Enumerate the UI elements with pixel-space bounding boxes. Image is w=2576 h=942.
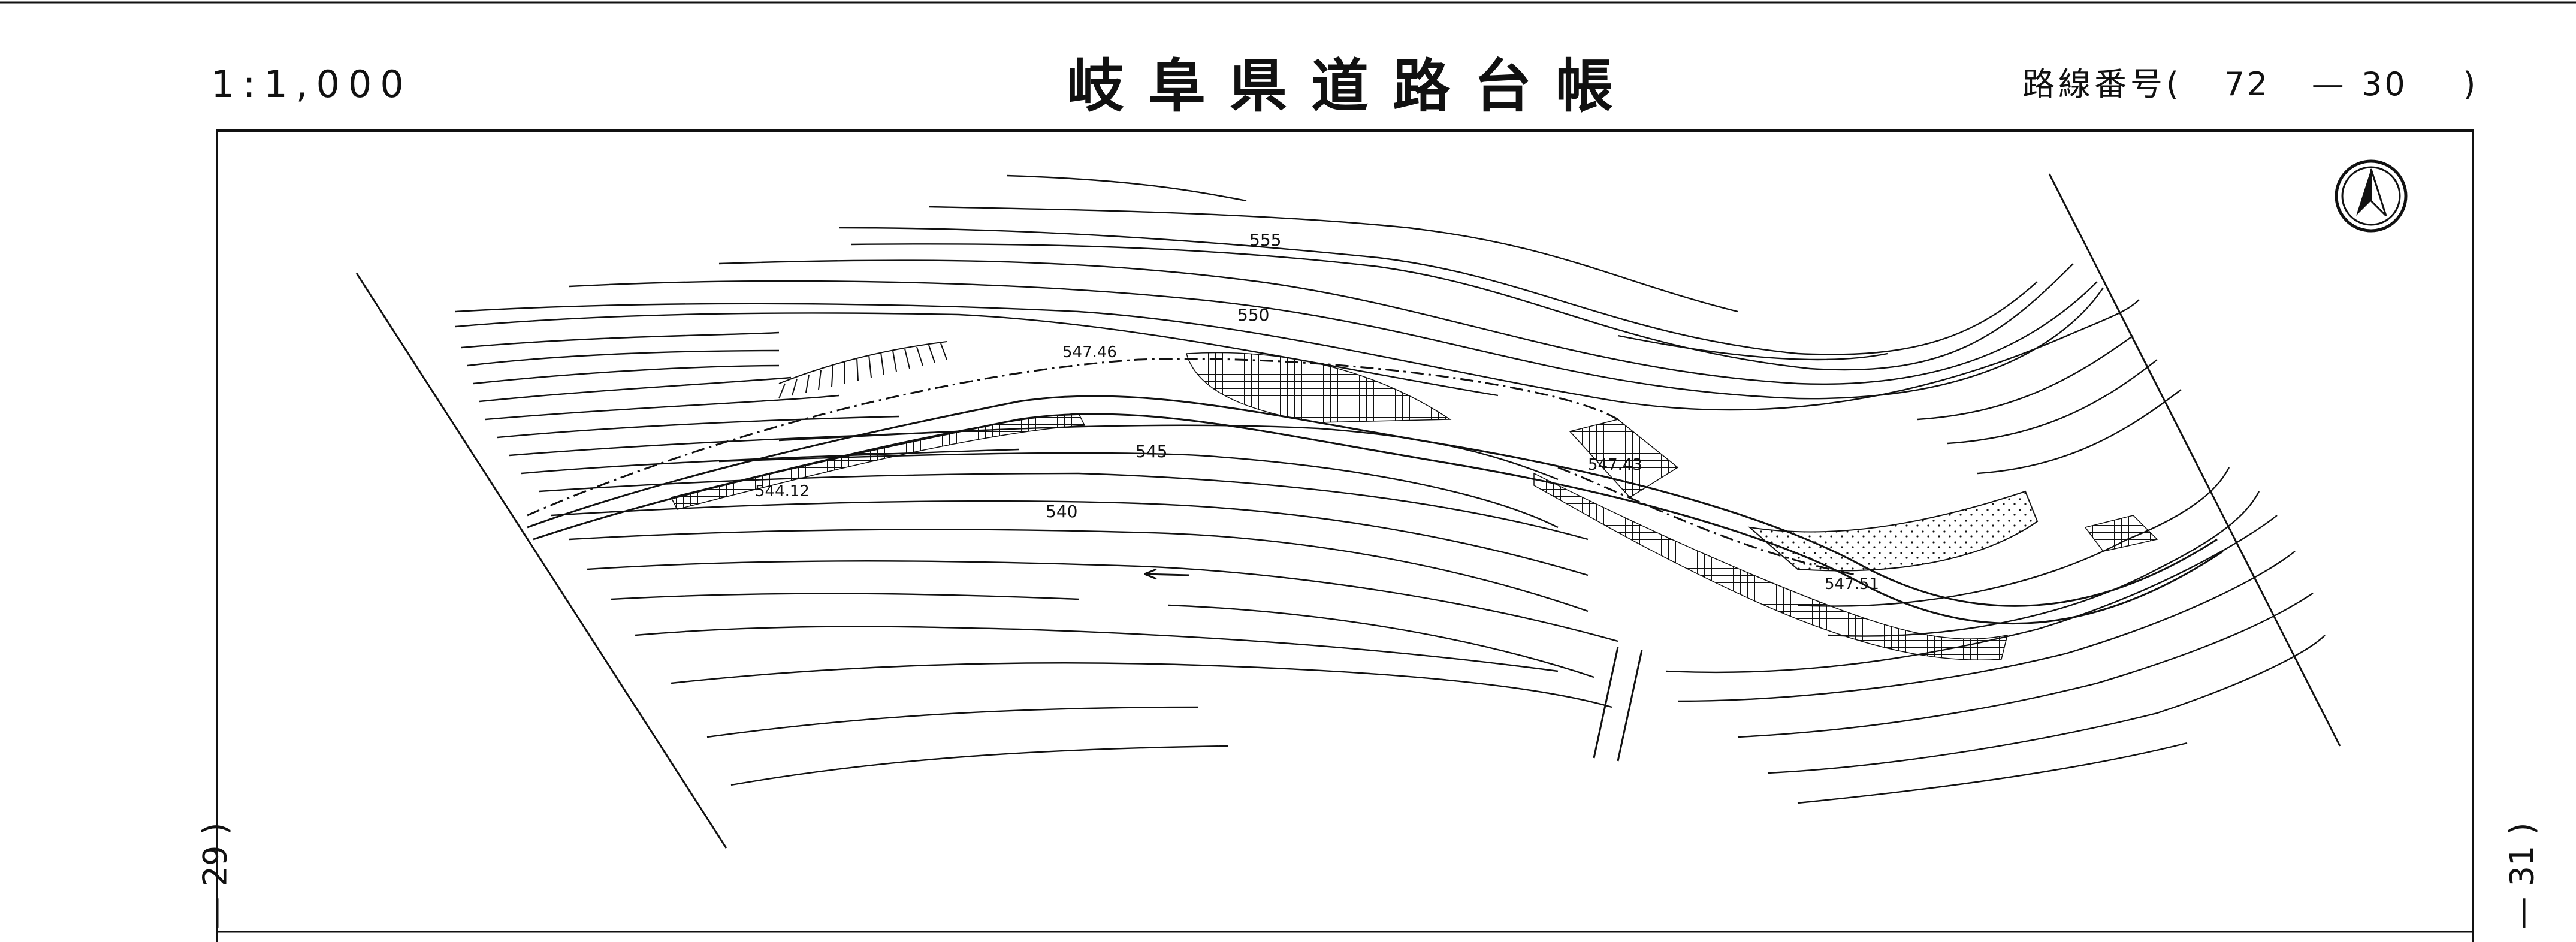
- match-line-left: [355, 273, 727, 849]
- route-number-value: 72: [2224, 65, 2270, 103]
- route-dash: —: [2311, 65, 2348, 103]
- spot-height: 547.46: [1062, 343, 1117, 361]
- contour-label: 545: [1136, 442, 1167, 461]
- spot-height-group: 547.46 544.12 547.43 547.51: [755, 343, 1879, 593]
- contour-label: 550: [1237, 305, 1269, 325]
- page-title: 岐阜県道路台帳: [1067, 53, 1637, 120]
- contour-label-group: 555 550 545 540: [1046, 230, 1281, 521]
- match-line-right: [2048, 173, 2341, 747]
- map-scale: 1:1,000: [211, 62, 412, 106]
- dotted-area: [1747, 490, 2039, 572]
- hatched-areas: [670, 352, 2158, 661]
- route-label: 路線番号(: [2022, 65, 2183, 103]
- spot-height: 547.51: [1825, 575, 1879, 593]
- north-arrow-icon: [2335, 159, 2408, 233]
- slope-marks: [778, 341, 947, 399]
- contour-label: 555: [1249, 230, 1281, 250]
- spot-height: 544.12: [755, 482, 810, 500]
- map-frame: [216, 129, 2474, 942]
- route-number: 路線番号( 72 — 30 ): [2022, 58, 2479, 105]
- contour-label: 540: [1046, 502, 1077, 521]
- bridge: [1593, 647, 1643, 762]
- spot-height: 547.43: [1588, 456, 1642, 474]
- route-sheet-value: 30: [2361, 65, 2408, 103]
- contour-lines: [455, 174, 2326, 804]
- route-close: ): [2463, 65, 2480, 103]
- flow-arrow: [1144, 568, 1190, 580]
